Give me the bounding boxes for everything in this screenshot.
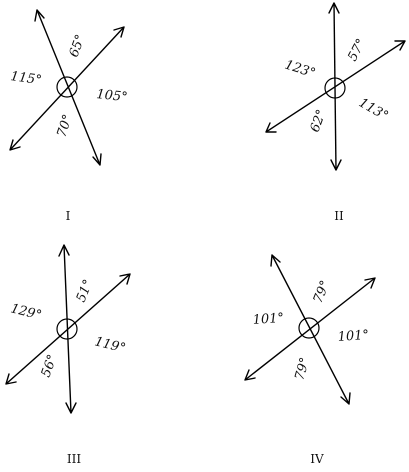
figure-3-label: III xyxy=(67,452,81,466)
figure-4-arrowhead-upper-right xyxy=(364,277,376,289)
figure-4-arrowhead-bottom xyxy=(340,392,351,405)
figure-4-line-steep xyxy=(271,254,350,405)
figure-3-arrowhead-top xyxy=(58,244,70,257)
figure-4-angle-bottom: 79° xyxy=(292,356,313,382)
figure-3-angle-bottom: 56° xyxy=(39,353,61,380)
figure-2-arrowhead-lower-left xyxy=(265,122,277,133)
figure-1-label: I xyxy=(66,209,71,223)
figure-1-arrowhead-top xyxy=(34,9,45,22)
figure-4-label: IV xyxy=(310,452,324,466)
figure-4-arrowhead-lower-left xyxy=(244,369,256,381)
figure-4: 79° 101° 101° 79° IV xyxy=(244,254,376,466)
figure-2-angle-left: 123° xyxy=(283,58,317,82)
figure-4-vertex-circle xyxy=(298,317,320,339)
figure-3-arrowhead-upper-right xyxy=(119,273,131,285)
figure-3-arrowhead-bottom xyxy=(65,402,77,414)
figure-4-angle-right: 101° xyxy=(337,328,369,345)
figure-4-angle-top: 79° xyxy=(311,279,334,306)
figure-4-line-shallow xyxy=(244,277,376,381)
figure-1-arrowhead-lower-left xyxy=(9,139,21,151)
figure-1-angle-bottom: 70° xyxy=(55,113,76,140)
figure-2-arrowhead-bottom xyxy=(330,159,342,171)
figure-3: 51° 129° 119° 56° III xyxy=(5,244,131,466)
figure-2-angle-bottom: 62° xyxy=(308,108,330,135)
figure-3-angle-left: 129° xyxy=(9,301,43,323)
figure-3-angle-top: 51° xyxy=(74,278,97,305)
figure-3-arrowhead-lower-left xyxy=(5,373,17,385)
figure-1-line-shallow xyxy=(9,26,125,151)
figure-3-vertex-circle xyxy=(56,318,78,340)
figure-1-angle-right: 105° xyxy=(96,87,129,105)
figure-1-vertex-circle xyxy=(56,76,78,98)
figure-1-angle-left: 115° xyxy=(9,69,42,88)
figure-2-arrowhead-top xyxy=(328,2,340,14)
figure-1-arrowhead-upper-right xyxy=(113,26,125,38)
figure-3-angle-right: 119° xyxy=(93,334,127,356)
figure-4-arrowhead-top xyxy=(270,254,281,267)
figure-2-line-shallow xyxy=(265,40,406,133)
figure-2-angle-right: 113° xyxy=(356,95,391,124)
figure-2-vertex-circle xyxy=(324,77,346,99)
figure-4-angle-left: 101° xyxy=(252,311,284,328)
figure-1-arrowhead-bottom xyxy=(92,153,102,166)
figure-2: 57° 123° 113° 62° II xyxy=(265,2,406,223)
figure-1: 65° 115° 105° 70° I xyxy=(9,9,129,223)
figure-2-arrowhead-upper-right xyxy=(394,40,406,51)
figure-3-line-shallow xyxy=(5,273,131,385)
figure-2-angle-top: 57° xyxy=(345,36,369,63)
figure-1-angle-top: 65° xyxy=(67,33,89,60)
figure-2-label: II xyxy=(334,209,344,223)
